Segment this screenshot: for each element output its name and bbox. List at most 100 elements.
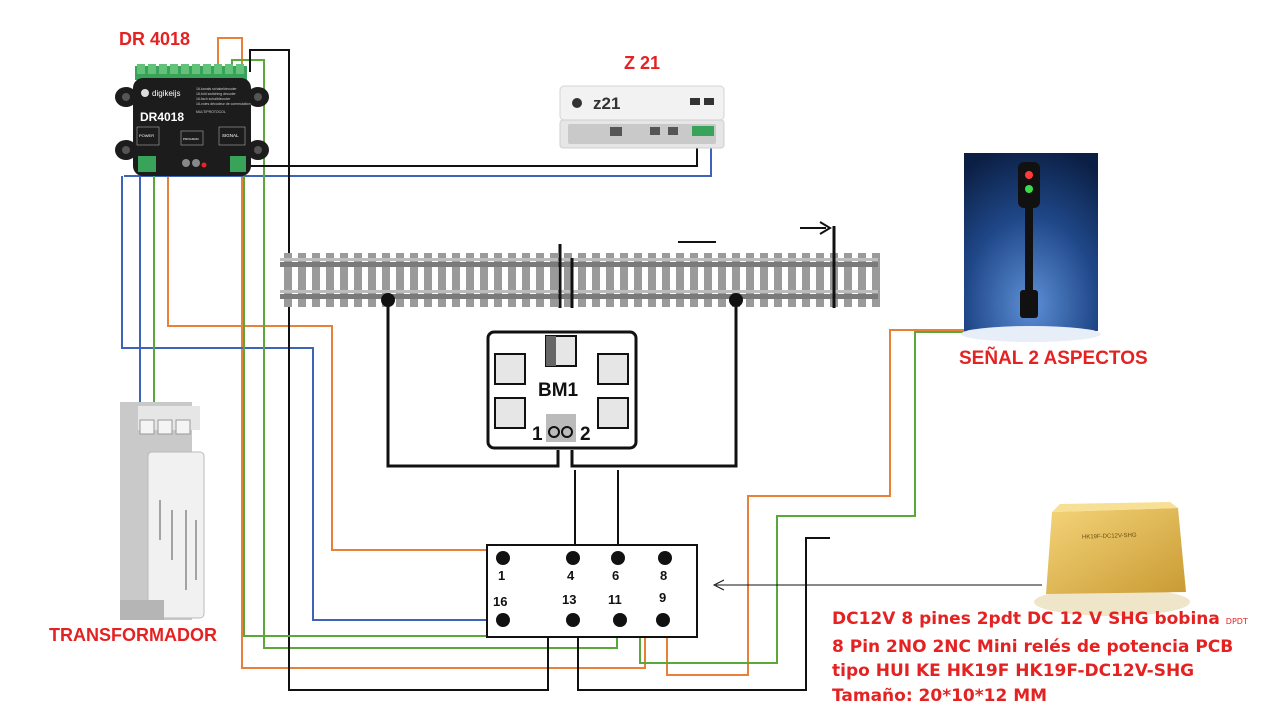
transformer-device bbox=[120, 402, 205, 620]
track bbox=[280, 221, 880, 308]
relay-pin-label-1: 1 bbox=[498, 568, 505, 583]
track-sleeper bbox=[634, 253, 642, 307]
relay-pin-label-4: 4 bbox=[567, 568, 575, 583]
decoder-line-2: 16-fold switching decoder bbox=[196, 92, 237, 96]
green-wire-signal bbox=[639, 331, 975, 664]
track-sleeper bbox=[368, 253, 376, 307]
track-sleeper bbox=[802, 253, 810, 307]
track-sleeper bbox=[578, 253, 586, 307]
bm1-detector: BM1 1 2 bbox=[486, 330, 638, 450]
relay-pin-label-16: 16 bbox=[493, 594, 507, 609]
track-sleeper bbox=[326, 253, 334, 307]
track-sleeper bbox=[760, 253, 768, 307]
track-sleeper bbox=[298, 253, 306, 307]
track-sleeper bbox=[704, 253, 712, 307]
decoder-line-4: 16-voies décodeur de commutation bbox=[196, 102, 251, 106]
relay-pin-label-6: 6 bbox=[612, 568, 619, 583]
track-sleeper bbox=[774, 253, 782, 307]
signal-device bbox=[961, 153, 1101, 342]
track-feed-left bbox=[386, 300, 560, 468]
z21-logo: z21 bbox=[593, 94, 620, 113]
track-sleeper bbox=[592, 253, 600, 307]
decoder-brand: digikeijs bbox=[152, 89, 180, 98]
wires bbox=[121, 37, 1042, 691]
track-sleeper bbox=[536, 253, 544, 307]
track-sleeper bbox=[466, 253, 474, 307]
decoder-program-label: PROGRAM bbox=[183, 137, 199, 141]
decoder-line-3: 16-fach schaltdecoder bbox=[196, 97, 231, 101]
track-sleeper bbox=[676, 253, 684, 307]
track-sleeper bbox=[564, 253, 572, 307]
green-wire-decoder-top bbox=[231, 59, 618, 649]
relay-pin-11 bbox=[613, 613, 627, 627]
relay-pin-label-8: 8 bbox=[660, 568, 667, 583]
decoder-line-1: 16-kanals schakeldecoder bbox=[196, 87, 237, 91]
track-sleeper bbox=[844, 253, 852, 307]
relay-pin-6 bbox=[611, 551, 625, 565]
track-sleeper bbox=[872, 253, 880, 307]
relay-pin-4 bbox=[566, 551, 580, 565]
track-sleeper bbox=[606, 253, 614, 307]
decoder-power-label: POWER bbox=[139, 133, 154, 138]
relay-description: DC12V 8 pines 2pdt DC 12 V SHG bobina DP… bbox=[832, 607, 1248, 708]
decoder-terminals bbox=[137, 64, 244, 74]
relay-pinout: 1 4 6 8 16 13 11 9 bbox=[486, 544, 698, 638]
station-label: Z 21 bbox=[624, 53, 661, 73]
decoder-power-terminal bbox=[138, 156, 156, 172]
decoder-label: DR 4018 bbox=[119, 29, 191, 49]
track-sleeper bbox=[508, 253, 516, 307]
relay-pin-13 bbox=[566, 613, 580, 627]
relay-pin-8 bbox=[658, 551, 672, 565]
relay-description-line-3: tipo HUI KE HK19F HK19F-DC12V-SHG bbox=[832, 661, 1195, 681]
track-sleeper bbox=[340, 253, 348, 307]
track-feed-right bbox=[570, 300, 738, 468]
track-sleeper bbox=[494, 253, 502, 307]
track-sleeper bbox=[382, 253, 390, 307]
relay-pin-1 bbox=[496, 551, 510, 565]
relay-pin-label-11: 11 bbox=[608, 592, 622, 607]
track-sleeper bbox=[662, 253, 670, 307]
track-sleeper bbox=[858, 253, 866, 307]
bm1-pin-1: 1 bbox=[532, 424, 543, 445]
track-sleeper bbox=[690, 253, 698, 307]
track-sleeper bbox=[354, 253, 362, 307]
signal-label: SEÑAL 2 ASPECTOS bbox=[959, 348, 1148, 369]
track-sleeper bbox=[396, 253, 404, 307]
orange-wire-signal bbox=[666, 329, 965, 676]
track-feed-point-right bbox=[729, 293, 743, 307]
signal-red-light bbox=[1025, 171, 1033, 179]
track-sleeper bbox=[746, 253, 754, 307]
signal-green-light bbox=[1025, 185, 1033, 193]
decoder-device: digikeijs 16-kanals schakeldecoder 16-fo… bbox=[115, 64, 269, 176]
track-sleeper bbox=[438, 253, 446, 307]
track-sleeper bbox=[816, 253, 824, 307]
track-sleeper bbox=[732, 253, 740, 307]
relay-description-line-2: 8 Pin 2NO 2NC Mini relés de potencia PCB bbox=[832, 636, 1234, 657]
relay-description-line-4: Tamaño: 20*10*12 MM bbox=[832, 685, 1048, 706]
transformer-label: TRANSFORMADOR bbox=[49, 625, 217, 645]
relay-pin-16 bbox=[496, 613, 510, 627]
track-sleeper bbox=[284, 253, 292, 307]
track-feed-point-left bbox=[381, 293, 395, 307]
track-sleeper bbox=[522, 253, 530, 307]
track-sleeper bbox=[410, 253, 418, 307]
bm1-pin-2: 2 bbox=[580, 424, 591, 445]
track-sleeper bbox=[788, 253, 796, 307]
z21-device: z21 bbox=[559, 85, 725, 149]
decoder-line-5: MULTIPROTOCOL bbox=[196, 110, 226, 114]
blue-wire-pin16 bbox=[121, 176, 500, 621]
track-sleeper bbox=[424, 253, 432, 307]
orange-wire-pin1 bbox=[167, 172, 500, 551]
relay-pin-9 bbox=[656, 613, 670, 627]
arrow-head bbox=[712, 579, 725, 591]
relay-pin-label-9: 9 bbox=[659, 590, 666, 605]
decoder-model: DR4018 bbox=[140, 110, 184, 124]
track-sleeper bbox=[718, 253, 726, 307]
track-sleeper bbox=[452, 253, 460, 307]
relay-pin-label-13: 13 bbox=[562, 592, 576, 607]
relay-description-line-1: DC12V 8 pines 2pdt DC 12 V SHG bobina bbox=[832, 609, 1220, 629]
track-sleeper bbox=[648, 253, 656, 307]
bm1-name: BM1 bbox=[538, 380, 579, 401]
track-sleeper bbox=[550, 253, 558, 307]
